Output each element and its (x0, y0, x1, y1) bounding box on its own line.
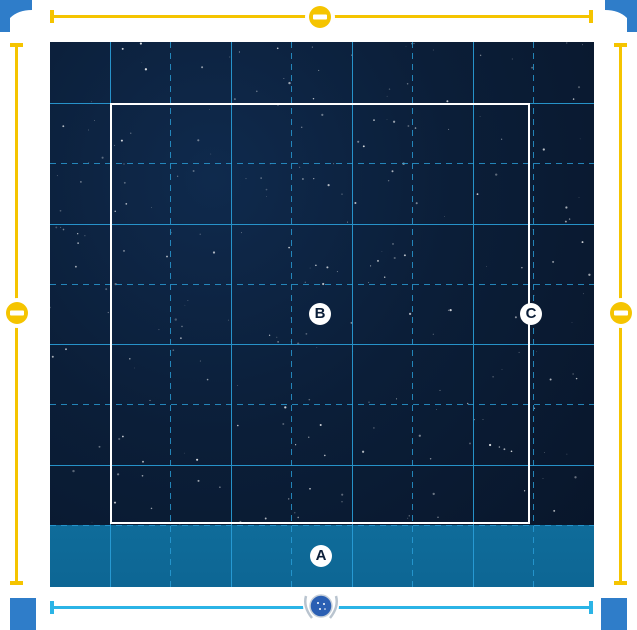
left-ruler-token-icon (2, 298, 32, 328)
marker-b: B (309, 303, 331, 325)
marker-a: A (310, 545, 332, 567)
top-ruler-token-icon (305, 2, 335, 32)
right-ruler-token-icon (606, 298, 636, 328)
federation-emblem-icon (303, 588, 339, 624)
space-game-board: B C A (50, 42, 594, 587)
marker-c: C (520, 303, 542, 325)
